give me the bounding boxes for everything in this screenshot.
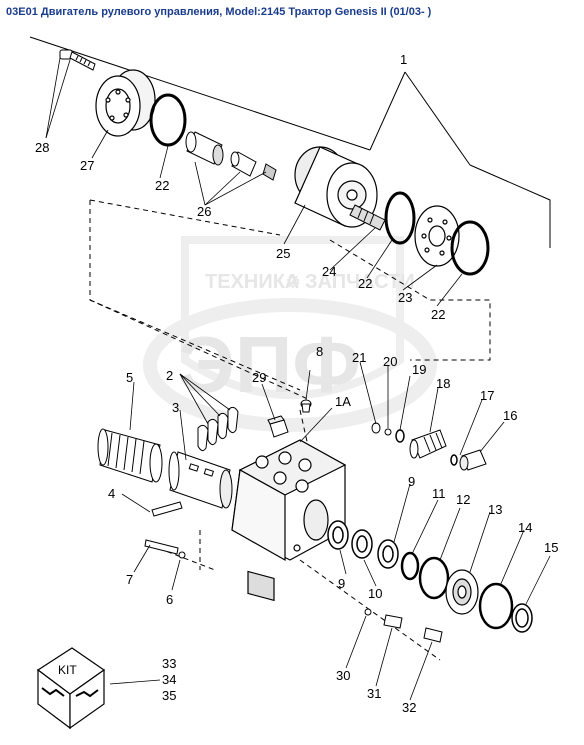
callout-1a: 1A — [335, 394, 351, 409]
part-5-sleeve — [97, 428, 163, 483]
callout-22-c: 22 — [431, 307, 445, 322]
callout-11: 11 — [432, 486, 446, 501]
part-14-o-ring — [478, 582, 514, 630]
callout-30: 30 — [336, 668, 350, 683]
callout-19: 19 — [412, 362, 426, 377]
callout-9-a: 9 — [408, 474, 415, 489]
callout-35: 35 — [162, 688, 176, 703]
callout-13: 13 — [488, 502, 502, 517]
callout-31: 31 — [367, 686, 381, 701]
part-4-pin — [151, 501, 183, 517]
callout-3: 3 — [172, 400, 179, 415]
callout-12: 12 — [456, 492, 470, 507]
part-20-seat — [384, 428, 392, 436]
part-29-plug — [267, 415, 289, 438]
part-7-pin — [144, 539, 179, 555]
part-26-spool — [185, 131, 277, 181]
callout-17: 17 — [480, 388, 494, 403]
part-6-ball — [178, 551, 186, 559]
callout-15: 15 — [544, 540, 558, 555]
watermark-gear-icon: ⚙ — [285, 272, 301, 292]
callout-8: 8 — [316, 344, 323, 359]
callout-23: 23 — [398, 290, 412, 305]
leader-lines — [45, 57, 551, 701]
part-28-bolt — [59, 49, 96, 71]
part-11-o-ring — [400, 551, 420, 581]
part-12-o-ring — [418, 556, 450, 600]
callout-7: 7 — [126, 572, 133, 587]
part-13-bearing — [445, 569, 479, 615]
part-19-o-ring — [395, 429, 405, 443]
kit-box: KIT — [36, 647, 106, 730]
callout-1: 1 — [400, 52, 407, 67]
page-title: 03E01 Двигатель рулевого управления, Mod… — [6, 6, 432, 18]
callout-32: 32 — [402, 700, 416, 715]
callout-4: 4 — [108, 486, 115, 501]
part-21-ball — [371, 422, 381, 434]
callout-22-a: 22 — [155, 178, 169, 193]
part-22-o-ring-a — [149, 93, 187, 147]
callout-29: 29 — [252, 370, 266, 385]
watermark-brand-right: ЗАПЧАСТИ — [305, 271, 415, 293]
part-16-plug — [459, 449, 487, 471]
callout-18: 18 — [436, 376, 450, 391]
callout-27: 27 — [80, 158, 94, 173]
callout-6: 6 — [166, 592, 173, 607]
callout-21: 21 — [352, 350, 366, 365]
kit-label: KIT — [58, 663, 77, 677]
part-30-ball — [364, 608, 372, 616]
callout-labels: 1 1A 2 3 4 5 6 7 8 9 9 10 11 12 13 14 15… — [35, 52, 558, 715]
callout-9-b: 9 — [338, 576, 345, 591]
part-22-o-ring-b — [384, 191, 416, 245]
part-32-pin — [423, 627, 443, 643]
callout-10: 10 — [368, 586, 382, 601]
callout-22-b: 22 — [358, 276, 372, 291]
part-3-spool — [168, 451, 233, 509]
callout-33: 33 — [162, 656, 176, 671]
part-2-springs — [197, 406, 239, 452]
callout-25: 25 — [276, 246, 290, 261]
part-10-washer — [351, 529, 373, 559]
part-27-end-cover — [95, 69, 156, 137]
part-24-drive-shaft — [349, 204, 386, 231]
part-23-spacer-plate — [414, 205, 460, 267]
callout-20: 20 — [383, 354, 397, 369]
callout-34: 34 — [162, 672, 176, 687]
part-18-relief-valve — [409, 429, 447, 459]
part-8-screw — [300, 399, 312, 413]
watermark-logo: ЭПФ — [178, 320, 361, 409]
bracket-1 — [29, 36, 551, 248]
callout-16: 16 — [503, 408, 517, 423]
watermark-brand-left: ТЕХНИКА — [205, 271, 299, 293]
callout-24: 24 — [322, 264, 336, 279]
callout-2: 2 — [166, 368, 173, 383]
part-9-seal-a — [327, 520, 349, 550]
part-17-o-ring — [450, 454, 458, 466]
callout-26: 26 — [197, 204, 211, 219]
part-1a-housing — [231, 439, 347, 602]
part-31-pin — [383, 614, 403, 629]
part-22-o-ring-c — [450, 220, 490, 276]
part-15-seal — [511, 603, 533, 633]
callout-28: 28 — [35, 140, 49, 155]
callout-14: 14 — [518, 520, 532, 535]
part-9-seal-b — [377, 539, 399, 569]
callout-5: 5 — [126, 370, 133, 385]
